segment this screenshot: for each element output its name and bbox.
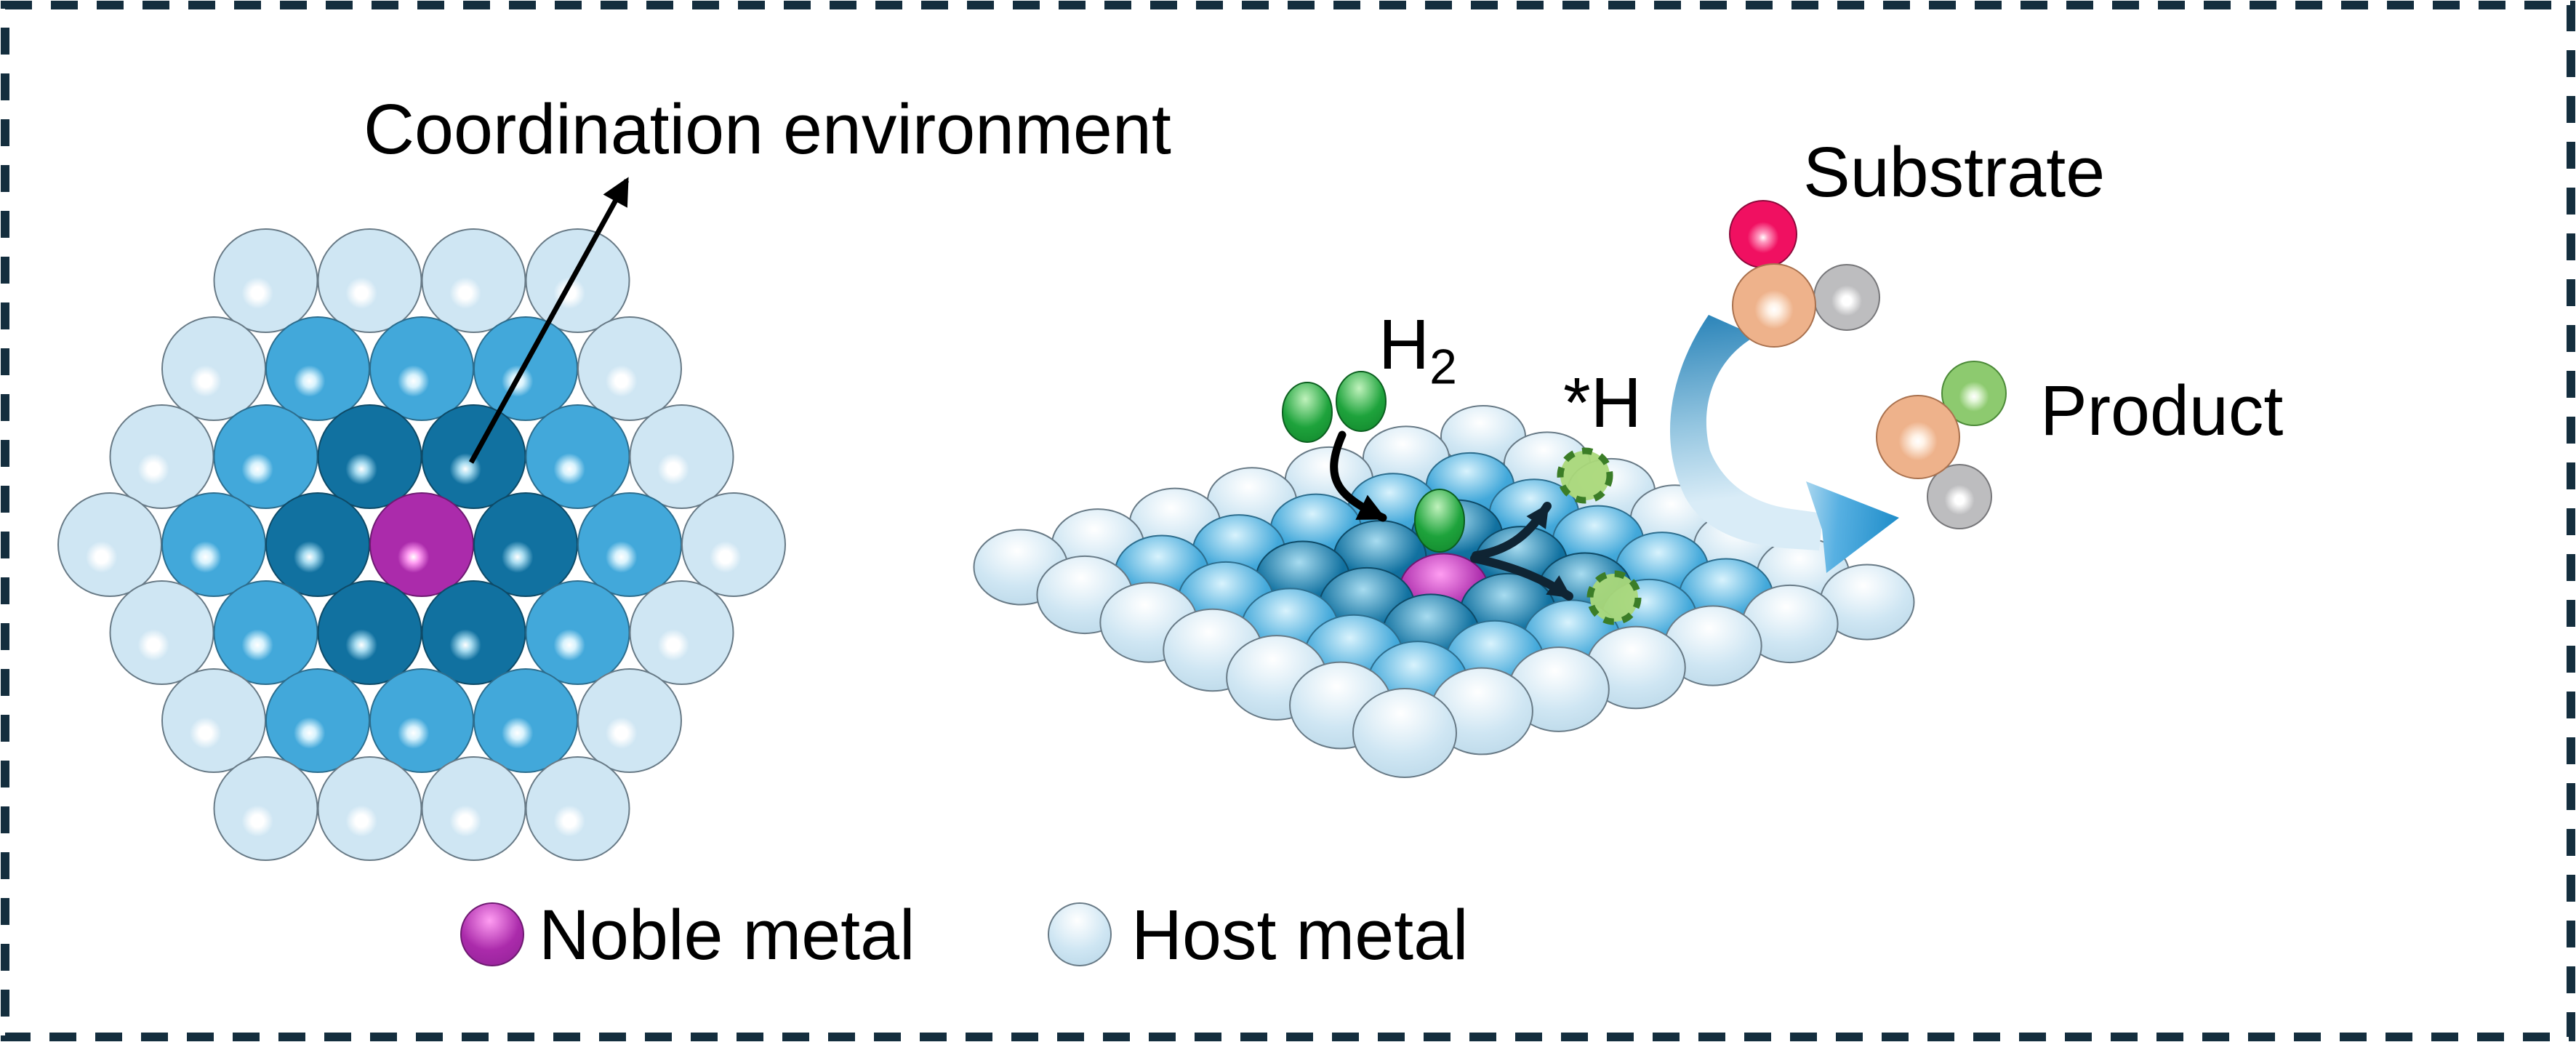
host-light-atom <box>525 228 630 333</box>
shell-medium-atom <box>369 668 474 773</box>
core-dark-atom <box>421 580 526 685</box>
h2-symbol: H <box>1379 305 1430 384</box>
substrate-pink-atom <box>1729 200 1797 268</box>
substrate-molecule <box>1729 200 1880 348</box>
organic-orange-atom <box>1732 263 1816 348</box>
legend-noble-metal-label: Noble metal <box>539 895 915 974</box>
coordination-environment-label: Coordination environment <box>364 89 1171 169</box>
swoosh-band <box>1669 315 1823 550</box>
hydrogen-atom <box>1336 371 1387 432</box>
h2-label: H2 <box>1379 309 1457 391</box>
shell-medium-atom <box>525 580 630 685</box>
substrate-label: Substrate <box>1803 132 2106 212</box>
product-label: Product <box>2040 371 2284 450</box>
host-light-atom <box>577 668 682 773</box>
adsorbed-h-atom <box>1586 570 1642 625</box>
legend-host-metal-label: Host metal <box>1131 895 1469 974</box>
hex-cluster <box>57 228 786 861</box>
host-light-atom <box>213 756 318 861</box>
shell-medium-atom <box>213 404 318 509</box>
h-spillover-arrow <box>1470 554 1573 601</box>
host-light-atom <box>109 580 214 685</box>
adsorbed-h-atom <box>1557 447 1613 504</box>
h-spillover-arrow <box>1472 502 1552 560</box>
legend-host_light-swatch <box>1048 902 1112 966</box>
host-light-atom <box>213 228 318 333</box>
h2-molecule <box>1282 371 1387 443</box>
coordination-pointer-arrow <box>468 177 630 464</box>
host-light-atom <box>577 316 682 421</box>
hydrogen-on-site-atom <box>1414 489 1465 553</box>
reaction-swoosh-arrow <box>1669 315 1899 573</box>
adsorbed-h-sites <box>1557 447 1642 625</box>
gray-atom-atom <box>1927 464 1992 529</box>
host-light-atom <box>421 756 526 861</box>
host-light-atom <box>629 404 734 509</box>
gray-atom-atom <box>1813 264 1880 331</box>
adsorbed-h-label: *H <box>1563 363 1642 442</box>
host-light-atom <box>629 580 734 685</box>
host-light-atom <box>421 228 526 333</box>
hydrogen-atom <box>1282 382 1333 443</box>
core-dark-atom <box>473 492 578 597</box>
noble-metal-atom <box>369 492 474 597</box>
legend-swatches <box>460 902 1112 966</box>
legend-noble-swatch <box>460 902 524 966</box>
shell-medium-atom <box>473 668 578 773</box>
host-light-atom <box>681 492 786 597</box>
host-light-atom <box>57 492 162 597</box>
product-molecule <box>1876 361 2007 529</box>
core-dark-atom <box>265 492 370 597</box>
shell-medium-atom <box>369 316 474 421</box>
core-dark-atom <box>317 580 422 685</box>
lattice-atom <box>1352 688 1457 778</box>
swoosh-arrowhead <box>1806 481 1899 573</box>
core-dark-atom <box>317 404 422 509</box>
host-light-atom <box>525 756 630 861</box>
h2-subscript: 2 <box>1429 339 1457 395</box>
host-light-atom <box>317 228 422 333</box>
shell-medium-atom <box>525 404 630 509</box>
organic-orange-atom <box>1876 395 1960 479</box>
host-light-atom <box>109 404 214 509</box>
metal-lattice <box>973 405 1915 778</box>
h2-dissociation-arrow <box>1330 430 1387 522</box>
shell-medium-atom <box>213 580 318 685</box>
shell-medium-atom <box>161 492 266 597</box>
product-green-atom <box>1941 361 2007 426</box>
shell-medium-atom <box>577 492 682 597</box>
shell-medium-atom <box>265 316 370 421</box>
shell-medium-atom <box>265 668 370 773</box>
host-light-atom <box>161 668 266 773</box>
host-light-atom <box>317 756 422 861</box>
host-light-atom <box>161 316 266 421</box>
